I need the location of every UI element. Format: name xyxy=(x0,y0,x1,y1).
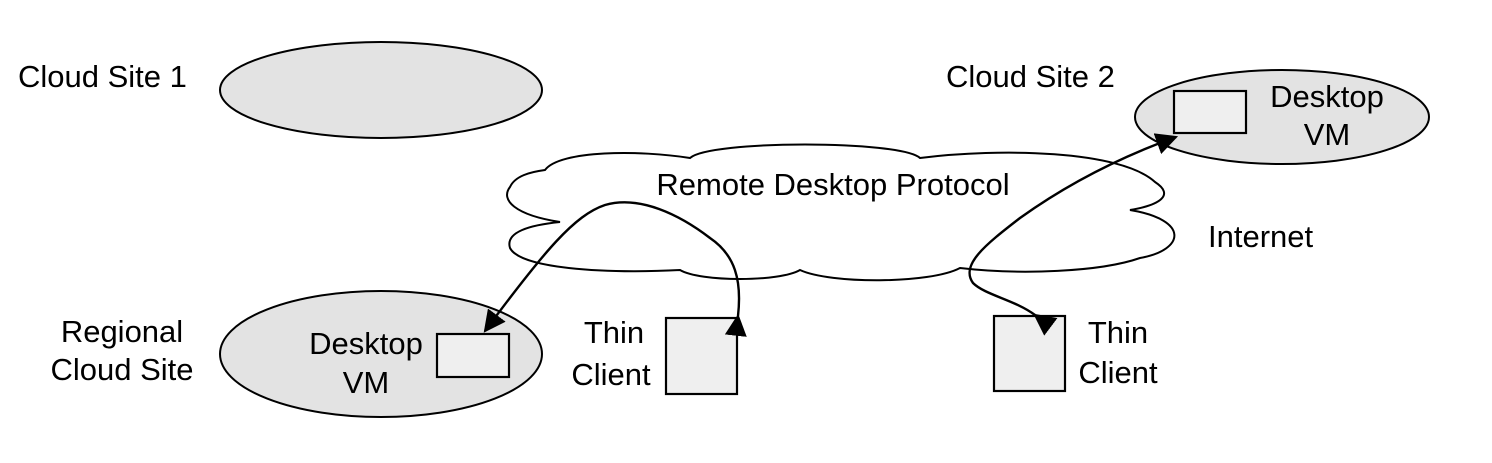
internet-label: Internet xyxy=(1208,219,1314,254)
left-thin-client-line2: Client xyxy=(571,357,651,392)
right-thin-client-line1: Thin xyxy=(1088,315,1148,350)
cloud-site-2-vm-line1: Desktop xyxy=(1270,79,1384,114)
regional-desktop-vm-box xyxy=(435,332,511,379)
regional-site-label-line1: Regional xyxy=(61,314,183,349)
left-thin-client-box xyxy=(664,316,739,396)
cloud-site-2-desktop-vm-box xyxy=(1172,89,1248,135)
cloud-site-2-label: Cloud Site 2 xyxy=(946,59,1115,94)
cloud-site-2-vm-line2: VM xyxy=(1304,117,1351,152)
regional-site-label-line2: Cloud Site xyxy=(50,352,193,387)
regional-vm-line2: VM xyxy=(343,365,390,400)
regional-vm-line1: Desktop xyxy=(309,326,423,361)
cloud-site-1-ellipse xyxy=(219,41,543,139)
left-thin-client-line1: Thin xyxy=(584,315,644,350)
regional-site-ellipse xyxy=(219,290,543,418)
connection-right-client-to-cloud2-vm xyxy=(968,133,1179,336)
right-thin-client-line2: Client xyxy=(1078,355,1158,390)
connection-left-client-to-regional-vm xyxy=(483,201,747,337)
cloud-site-1-label: Cloud Site 1 xyxy=(18,59,187,94)
remote-desktop-protocol-label: Remote Desktop Protocol xyxy=(656,167,1009,202)
right-thin-client-box xyxy=(992,314,1067,393)
internet-cloud xyxy=(506,143,1176,282)
